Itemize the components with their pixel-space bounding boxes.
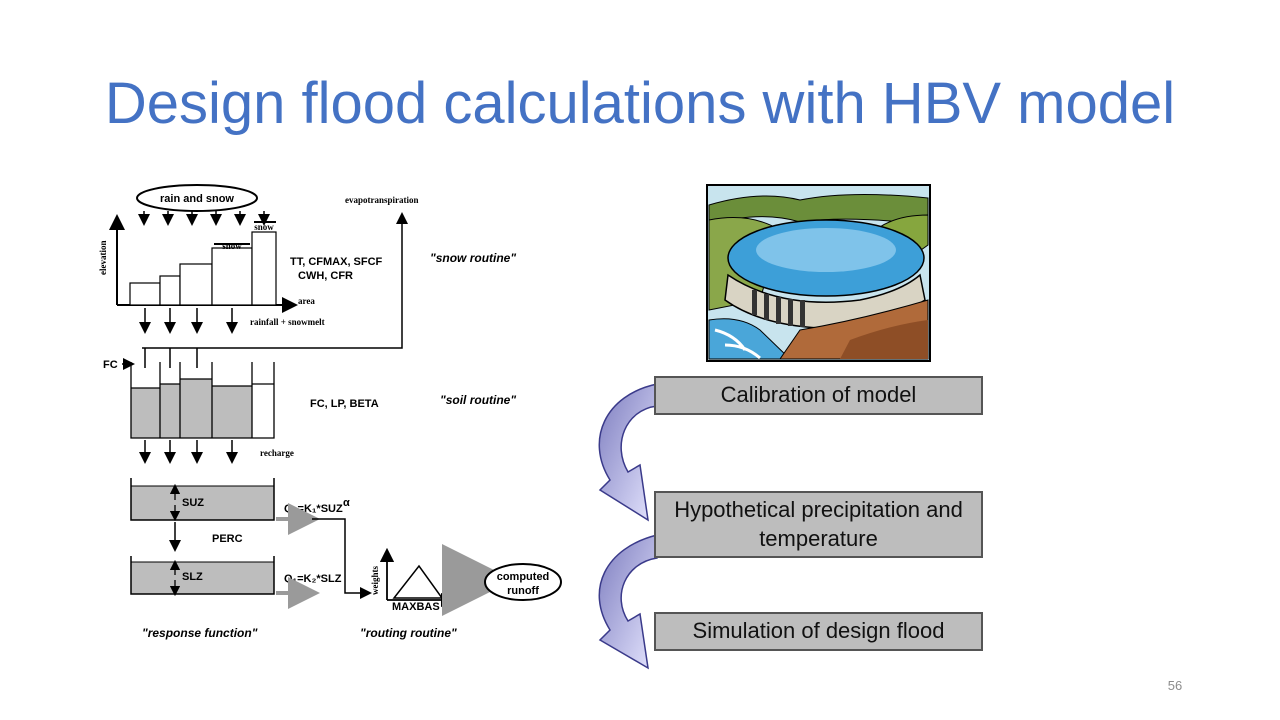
- elevation-axis-label: elevation: [98, 241, 108, 276]
- computed-label: computed: [497, 571, 550, 583]
- lower-zone-fill: [131, 562, 274, 594]
- snow-params-line1: TT, CFMAX, SFCF: [290, 256, 383, 268]
- curved-arrow-icon: [598, 534, 658, 670]
- sum-to-routing-line: [312, 518, 372, 599]
- page-number: 56: [1167, 678, 1183, 693]
- soil-storage-fill: [131, 379, 252, 438]
- upper-zone-fill: [131, 486, 274, 520]
- soil-input-arrows: [144, 348, 198, 368]
- q1-equation: Q₁=K₂*SLZ: [284, 573, 342, 585]
- slide-title: Design flood calculations with HBV model: [104, 71, 1176, 136]
- rain-arrows: [138, 211, 270, 226]
- weights-axis-label: weights: [370, 566, 380, 595]
- recharge-arrows: [139, 440, 238, 464]
- runoff-label: runoff: [507, 585, 539, 597]
- alpha-exponent: α: [343, 497, 350, 509]
- lower-zone-box: [130, 556, 275, 595]
- maxbas-label: MAXBAS: [392, 601, 440, 613]
- snow-params-line2: CWH, CFR: [298, 270, 353, 282]
- soil-routine-label: "soil routine": [440, 393, 516, 407]
- soil-storage-boxes: [130, 362, 275, 439]
- input-ellipse: [136, 184, 258, 212]
- maxbas-triangle: [392, 564, 444, 599]
- computed-runoff-ellipse: [484, 563, 562, 601]
- recharge-label: recharge: [260, 448, 294, 458]
- evapotranspiration-label: evapotranspiration: [345, 195, 419, 205]
- soil-params: FC, LP, BETA: [310, 398, 379, 410]
- dam-reservoir-icon: [706, 184, 931, 362]
- perc-label: PERC: [212, 533, 243, 545]
- step-calibration: Calibration of model: [654, 376, 983, 415]
- snow-label-1: snow: [222, 241, 242, 251]
- input-label: rain and snow: [160, 193, 234, 205]
- step-simulation: Simulation of design flood: [654, 612, 983, 651]
- curved-arrow-icon: [598, 383, 658, 522]
- melt-arrows: [139, 308, 238, 334]
- snow-label-2: snow: [254, 222, 274, 232]
- slz-label: SLZ: [182, 571, 203, 583]
- area-axis-label: area: [298, 296, 315, 306]
- upper-zone-box: [130, 478, 275, 521]
- fc-label: FC: [103, 359, 118, 371]
- suz-label: SUZ: [182, 497, 204, 509]
- routing-routine-label: "routing routine": [360, 626, 457, 640]
- rainfall-snowmelt-label: rainfall + snowmelt: [250, 317, 325, 327]
- step-hypothetical-input: Hypothetical precipitation and temperatu…: [654, 491, 983, 558]
- elevation-bands: [129, 231, 277, 306]
- response-function-label: "response function": [142, 626, 258, 640]
- evapotranspiration-arrow: [142, 212, 408, 349]
- q0-equation: Q₀=K₁*SUZ: [284, 503, 343, 515]
- snow-routine-label: "snow routine": [430, 251, 516, 265]
